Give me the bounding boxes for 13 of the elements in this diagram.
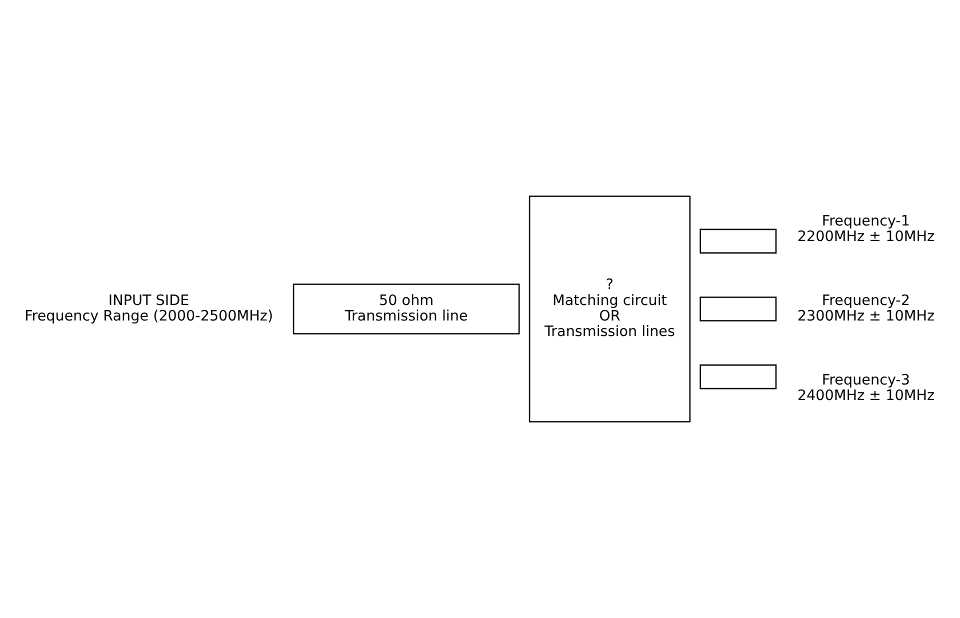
node-label: Frequency-2 [822, 292, 910, 309]
node-label: Frequency-3 [822, 372, 910, 388]
node-label: Frequency-1 [822, 213, 910, 230]
node-bar [700, 364, 777, 390]
node-label: 2400MHz ± 10MHz [797, 388, 935, 404]
node-bar [700, 296, 777, 322]
node-label: 2300MHz ± 10MHz [797, 308, 935, 324]
node-box: ? Matching circuit OR Transmission lines [528, 196, 691, 422]
node-label: INPUT SIDE [108, 292, 190, 309]
node-label: 2200MHz ± 10MHz [797, 228, 935, 245]
node-box: 50 ohm Transmission line [292, 284, 520, 334]
node-bar [700, 228, 777, 254]
node-label: Frequency Range (2000-2500MHz) [24, 308, 274, 324]
